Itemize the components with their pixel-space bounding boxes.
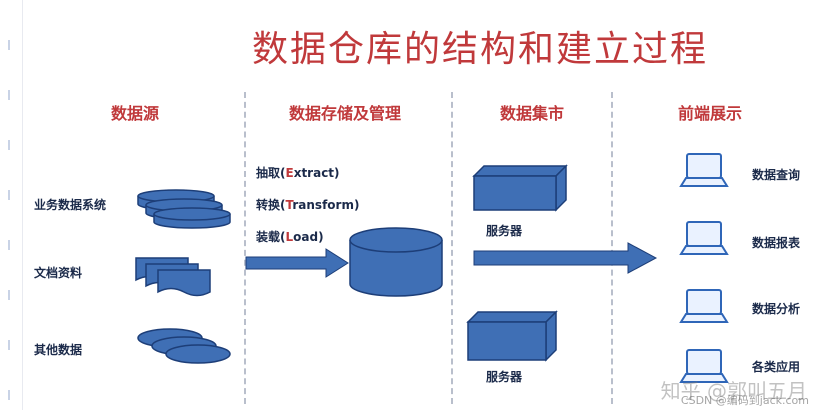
frontend-label-analysis: 数据分析 [752,302,801,316]
column-divider-1 [244,92,246,404]
server-label-1: 服务器 [486,224,523,238]
left-margin [0,0,23,410]
watermark: 知乎 @郭叫五月 [660,379,807,403]
server-box-icon-1 [472,164,568,212]
source-label-other: 其他数据 [34,343,83,357]
computer-icon-report [679,221,729,255]
source-label-business: 业务数据系统 [34,198,107,212]
heading-storage-management: 数据存储及管理 [288,104,401,123]
computer-icon-query [679,153,729,187]
server-label-2: 服务器 [486,370,523,384]
frontend-label-query: 数据查询 [752,168,801,182]
watermark-small: CSDN @编码到jack.com [680,394,809,407]
frontend-label-applications: 各类应用 [752,360,801,374]
documents-icon [135,257,211,297]
computer-icon-applications [679,349,729,383]
other-data-ellipses-icon [137,328,231,364]
column-divider-2 [451,92,453,404]
computer-icon-analysis [679,289,729,323]
etl-step-load: 装载(Load) [256,230,324,244]
heading-data-source: 数据源 [110,104,159,123]
frontend-label-report: 数据报表 [752,236,801,250]
source-label-documents: 文档资料 [34,266,83,280]
heading-frontend: 前端展示 [677,104,742,123]
etl-step-extract: 抽取(Extract) [256,166,340,180]
data-warehouse-cylinder-icon [349,227,443,297]
column-divider-3 [611,92,613,404]
arrow-to-warehouse-icon [245,248,349,278]
server-box-icon-2 [466,310,558,362]
business-data-disks-icon [137,189,231,229]
slide-title: 数据仓库的结构和建立过程 [251,29,708,70]
heading-data-mart: 数据集市 [499,104,564,123]
arrow-to-frontend-icon [473,242,658,274]
etl-step-transform: 转换(Transform) [256,198,360,212]
